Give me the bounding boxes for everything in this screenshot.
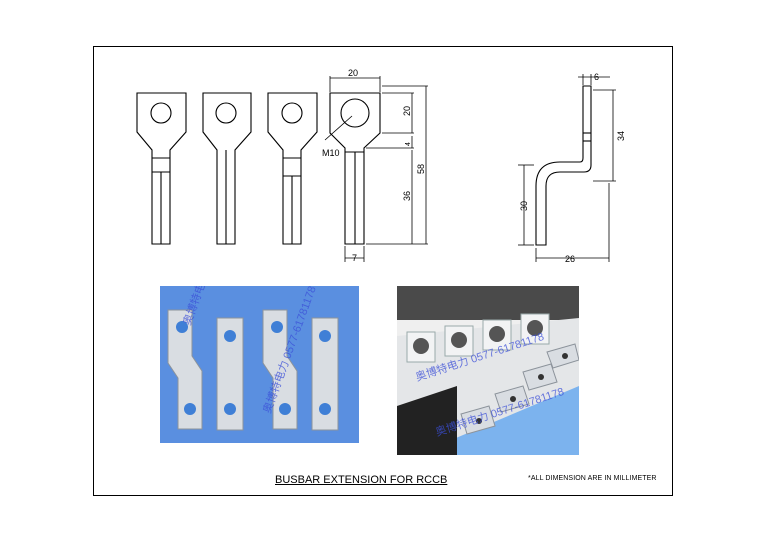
hole-label: M10 xyxy=(322,148,340,158)
busbar-side-view xyxy=(535,85,592,246)
side-view-dimension-lines xyxy=(518,74,616,262)
units-note: *ALL DIMENSION ARE IN MILLIMETER xyxy=(528,475,657,482)
busbar-installed-photo: 奥博特电力 0577-61781178 奥博特电力 0577-61781178 xyxy=(397,286,579,455)
dim-top-width: 20 xyxy=(348,68,358,78)
busbar-front-view-dimensioned xyxy=(324,92,381,245)
drawing-frame xyxy=(93,46,673,496)
dim-offset-width: 26 xyxy=(565,254,575,264)
busbar-front-view-1 xyxy=(136,92,187,245)
busbar-photo-left: 奥博特电力 0577-61781178 奥博特电力 0577-61781178 xyxy=(160,286,359,443)
busbar-front-view-3 xyxy=(267,92,318,245)
dim-upper-height: 34 xyxy=(616,131,626,141)
dim-stem-height: 36 xyxy=(402,191,412,201)
busbar-front-view-2 xyxy=(202,92,252,245)
busbar-pieces-image: 奥博特电力 0577-61781178 奥博特电力 0577-61781178 xyxy=(167,286,339,431)
front-view-dimension-lines xyxy=(329,76,428,262)
dim-stem-width: 7 xyxy=(352,253,357,263)
dim-lower-height: 30 xyxy=(519,201,529,211)
dim-head-height: 20 xyxy=(402,106,412,116)
rccb-with-busbars-image: 奥博特电力 0577-61781178 奥博特电力 0577-61781178 xyxy=(397,286,579,455)
dim-neck-height: 4 xyxy=(405,142,412,146)
dim-total-height: 58 xyxy=(416,164,426,174)
drawing-title: BUSBAR EXTENSION FOR RCCB xyxy=(275,474,448,486)
dim-thickness: 6 xyxy=(594,72,599,82)
